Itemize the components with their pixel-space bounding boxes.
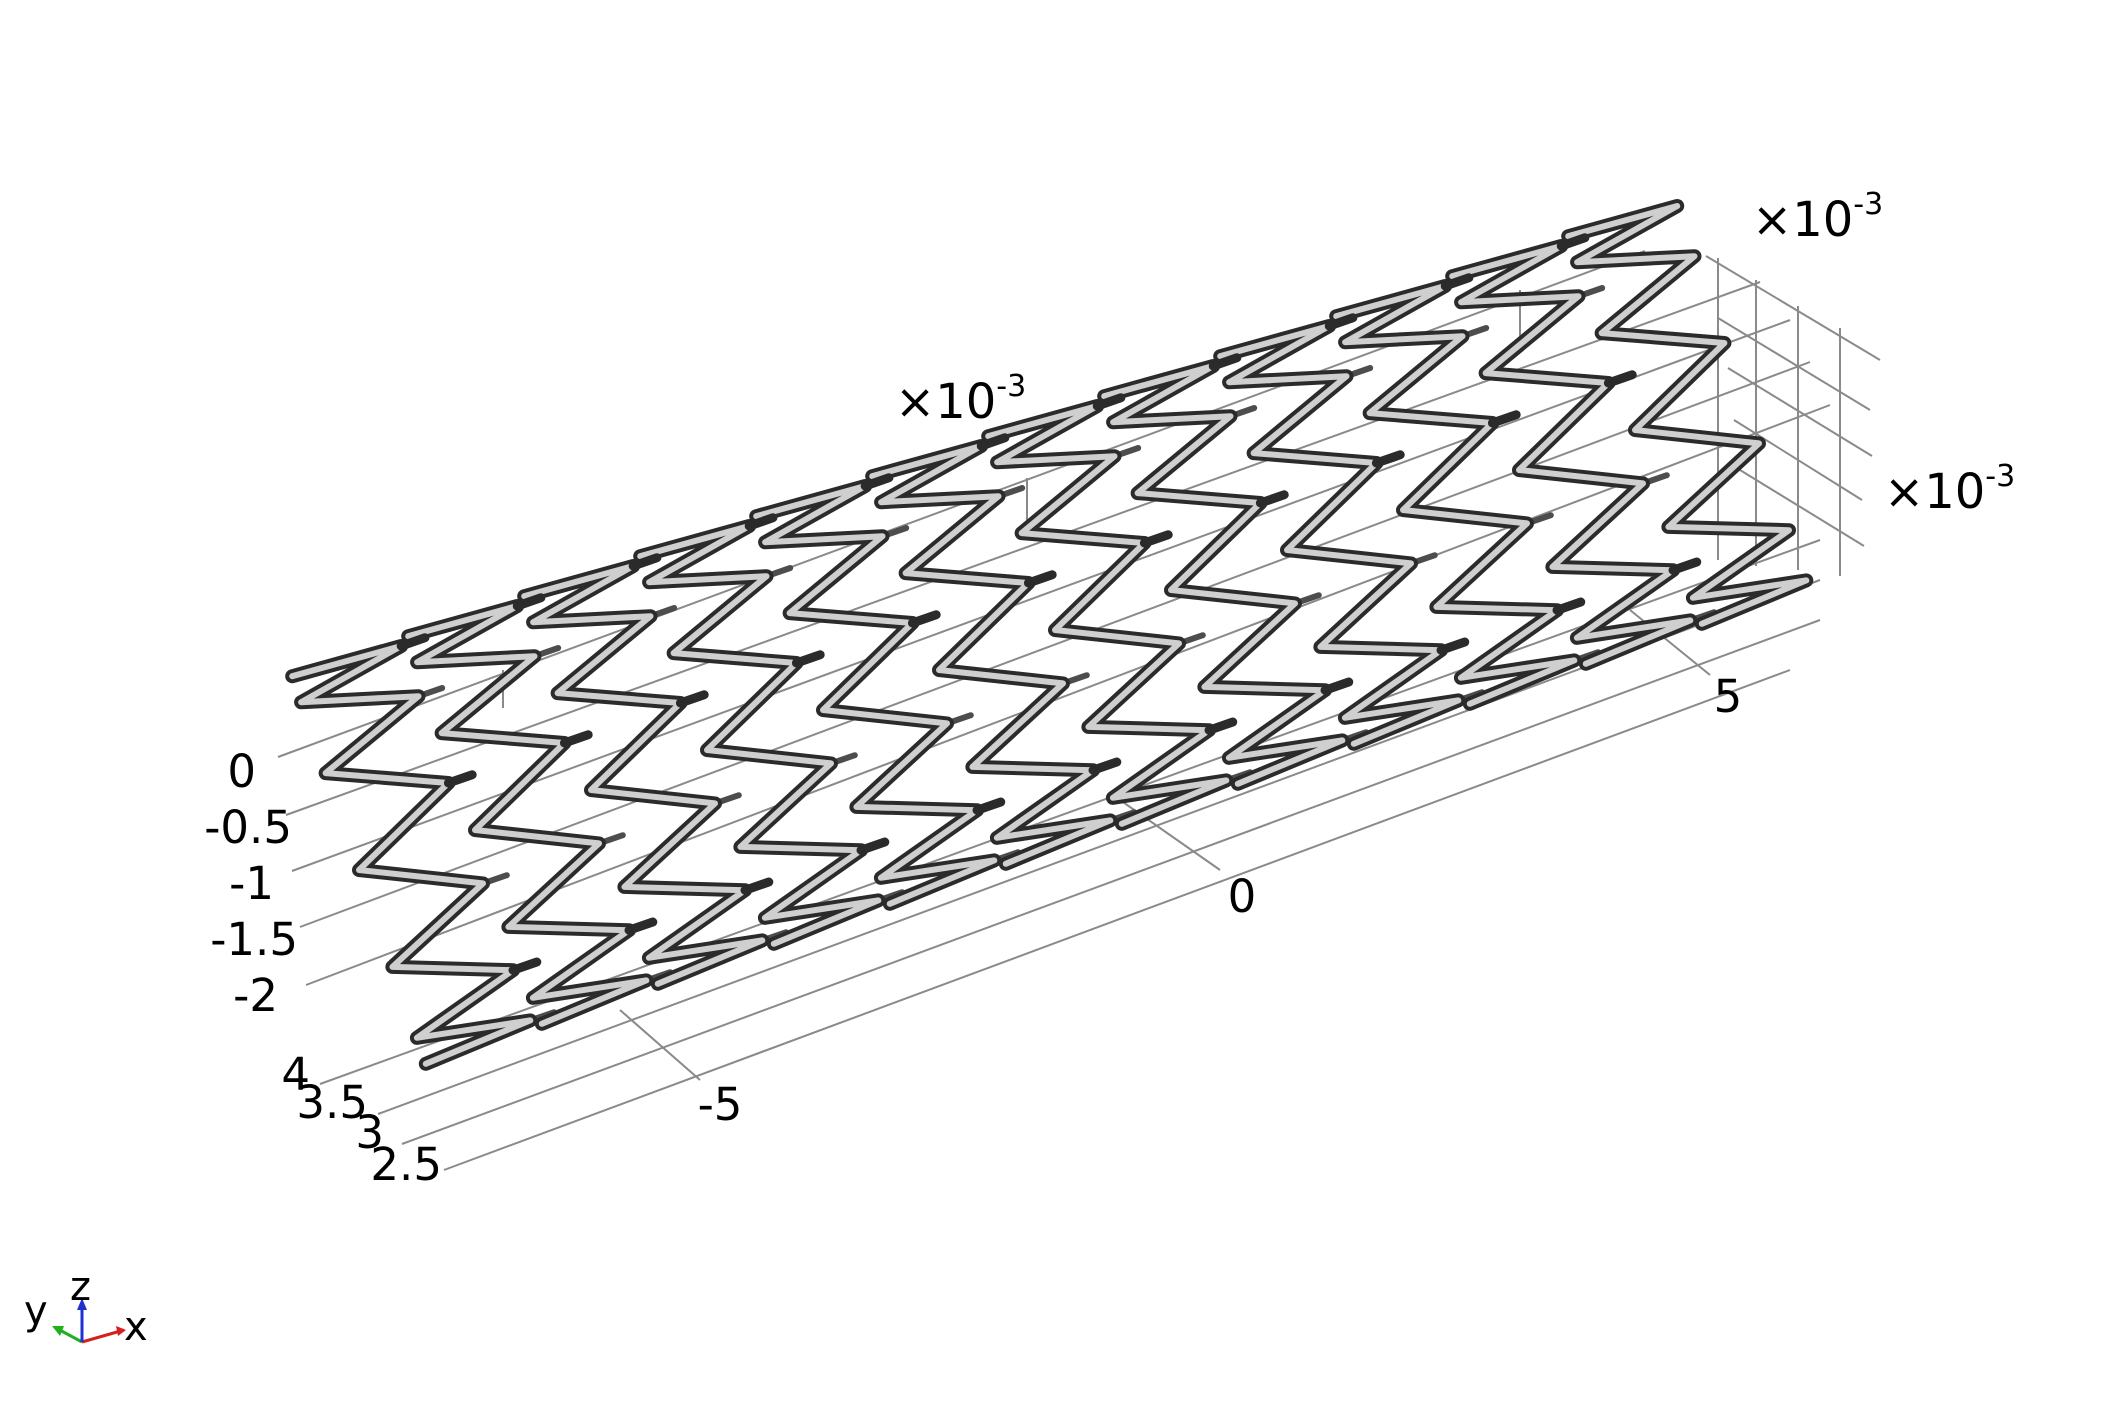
- z-tick-label: 0: [227, 745, 256, 798]
- triad-y-arrowhead: [52, 1326, 64, 1336]
- triad-x-label: x: [124, 1304, 148, 1350]
- stent-connector: [1208, 353, 1242, 371]
- grid-line: [1705, 255, 1881, 361]
- grid-line: [401, 619, 1821, 1145]
- z-tick-label: -1: [229, 857, 274, 910]
- triad-x-arrowhead: [116, 1326, 126, 1336]
- grid-line: [1727, 367, 1873, 457]
- grid-line: [443, 669, 1791, 1171]
- y-tick-label: 3: [355, 1106, 384, 1159]
- stent-connector: [740, 877, 774, 895]
- stent-connector: [443, 770, 477, 788]
- stent-ring-front-face: [869, 443, 1114, 867]
- stent-connector: [1204, 717, 1238, 735]
- stent-ring-front-face: [985, 403, 1230, 827]
- y-axis-multiplier: ×10-3: [1752, 187, 1883, 248]
- stent-ring-front-face: [405, 603, 650, 1027]
- triad-z-label: z: [70, 1264, 91, 1310]
- stent-ring-front-face: [1333, 283, 1578, 707]
- stent-ring-front-face: [637, 523, 882, 947]
- stent-connector: [1436, 637, 1470, 655]
- stent-connector: [976, 433, 1010, 451]
- stent-connector: [1255, 490, 1289, 508]
- stent-connector: [1487, 410, 1521, 428]
- stent-connector: [907, 610, 941, 628]
- stent-connector: [860, 473, 894, 491]
- stent-ring-front-face: [521, 563, 766, 987]
- stent-connector: [1092, 393, 1126, 411]
- stent-ring-front-face: [1217, 323, 1462, 747]
- y-tick-label: 3.5: [296, 1076, 368, 1129]
- stent-connector: [1320, 677, 1354, 695]
- stent-connector: [1552, 597, 1586, 615]
- x-tick-label: 5: [1714, 670, 1743, 723]
- stent-connector: [396, 633, 430, 651]
- stent-connector: [1139, 530, 1173, 548]
- stent-ring-front-face: [1101, 363, 1346, 787]
- orientation-triad: x y z: [24, 1264, 148, 1350]
- z-axis-multiplier: ×10-3: [1884, 459, 2015, 520]
- triad-y-label: y: [24, 1288, 48, 1334]
- stent-connector: [1371, 450, 1405, 468]
- grid-line: [1739, 469, 1865, 547]
- y-tick-label: 2.5: [370, 1138, 442, 1191]
- grid-line: [1733, 419, 1863, 501]
- stent-ring-front-face: [753, 483, 998, 907]
- stent-geometry: [285, 199, 1814, 1071]
- stent-ring-front-face: [1565, 203, 1810, 627]
- grid-line: [1717, 317, 1871, 411]
- z-tick-label: -1.5: [210, 913, 298, 966]
- stent-connector: [856, 837, 890, 855]
- stent-connector: [512, 593, 546, 611]
- x-tick-label: -5: [698, 1078, 743, 1131]
- grid-line: [619, 1009, 701, 1081]
- x-tick-label: 0: [1228, 870, 1257, 923]
- stent-connector: [1023, 570, 1057, 588]
- y-tick-label: 4: [281, 1048, 310, 1101]
- stent-connector: [624, 917, 658, 935]
- stent-connector: [628, 553, 662, 571]
- grid-line: [377, 579, 1821, 1115]
- stent-connector: [744, 513, 778, 531]
- stent-connector: [1440, 273, 1474, 291]
- stent-connector: [1556, 233, 1590, 251]
- stent-ring-front-face: [289, 643, 534, 1067]
- stent-connector: [1324, 313, 1358, 331]
- stent-connector: [508, 957, 542, 975]
- stent-connector: [972, 797, 1006, 815]
- x-axis-multiplier: ×10-3: [895, 369, 1026, 430]
- stent-connector: [1668, 557, 1702, 575]
- z-tick-label: -0.5: [204, 801, 292, 854]
- stent-connector: [1603, 370, 1637, 388]
- stent-connector: [559, 730, 593, 748]
- triad-z-arrowhead: [77, 1298, 87, 1310]
- stent-connector: [1088, 757, 1122, 775]
- stent-ring-front-face: [1449, 243, 1694, 667]
- stent-connector: [791, 650, 825, 668]
- z-tick-label: -2: [233, 969, 278, 1022]
- triad-x-arrow: [81, 1328, 125, 1344]
- grid-line: [291, 319, 1791, 872]
- stent-connector: [675, 690, 709, 708]
